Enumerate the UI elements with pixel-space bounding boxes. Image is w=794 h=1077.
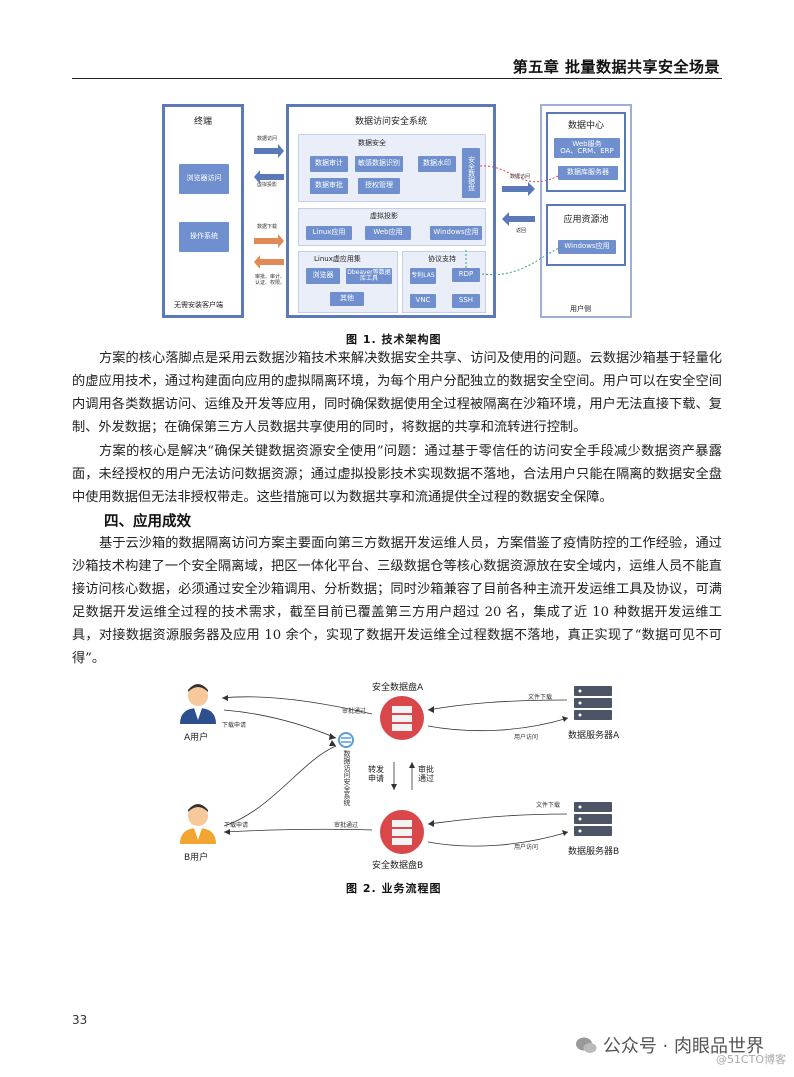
datacenter-title: 数据中心 [567, 121, 604, 131]
wechat-icon [575, 1037, 597, 1053]
safe-data-disk: 安全数据盘 [462, 148, 480, 198]
label-return: 返回 [516, 228, 527, 234]
a-user-access: 用户访问 [514, 734, 539, 741]
terminal-footer: 无需安装客户端 [174, 301, 223, 309]
proto-ssh: SSH [452, 294, 480, 308]
vp-linux: Linux应用 [306, 226, 352, 240]
server-b-icon [574, 802, 612, 836]
linux-title: Linux虚应用集 [314, 255, 361, 263]
figure-flow: A用户 B用户 安全数据盘A 安全数据盘B 数据服务器A 数据服务器B 数据访问… [172, 680, 632, 880]
app-pool-title: 应用资源池 [563, 215, 609, 225]
ds-sensitive: 敏感数据识别 [355, 156, 403, 172]
user-b-label: B用户 [184, 853, 209, 863]
user-side-label: 用户侧 [570, 305, 591, 313]
terminal-panel [162, 104, 244, 318]
disk-b-icon [380, 810, 424, 854]
flow-graphics [180, 684, 612, 854]
paragraph-2: 方案的核心是解决“确保关键数据资源安全使用”问题：通过基于零信任的访问安全手段减… [72, 444, 722, 505]
system-vertical-label: 数据访问安全系统 [343, 750, 351, 806]
figure1-caption: 图 1. 技术架构图 [346, 333, 442, 346]
paragraph-3: 基于云沙箱的数据隔离访问方案主要面向第三方数据开发运维人员，方案借鉴了疫情防控的… [72, 536, 722, 666]
vp-web: Web应用 [365, 226, 411, 240]
page-number: 33 [72, 1013, 88, 1027]
vp-windows: Windows应用 [430, 226, 482, 240]
dc-db: 数据库服务器 [558, 166, 618, 180]
ds-authorization: 授权管理 [358, 178, 400, 194]
disk-b-label: 安全数据盘B [372, 861, 424, 871]
ds-watermark: 数据水印 [418, 156, 456, 172]
forward-apply: 转发 申请 [368, 765, 384, 783]
terminal-title: 终端 [193, 117, 212, 127]
proto-vnc: VNC [410, 294, 436, 308]
chapter-title: 第五章 批量数据共享安全场景 [512, 58, 720, 76]
a-file-download: 文件下载 [528, 694, 553, 701]
figure-architecture: 终端 浏览器访问 操作系统 无需安装客户端 数据访问 虚拟投影 数据下载 审批、… [162, 104, 632, 326]
data-security-title: 数据安全 [358, 139, 386, 147]
server-a-label: 数据服务器A [568, 731, 620, 741]
app-pool-panel [546, 204, 626, 266]
b-download-apply: 下载申请 [224, 822, 249, 829]
header-rule [72, 78, 722, 79]
linux-browser: 浏览器 [306, 268, 340, 284]
proto-las: 专利LAS [410, 268, 436, 284]
system-icon [338, 732, 354, 748]
label-data-download: 数据下载 [257, 224, 278, 230]
virtual-title: 虚拟投影 [370, 212, 398, 220]
browser-access-box: 浏览器访问 [179, 164, 229, 194]
watermark-sub: @51CTO博客 [715, 1053, 786, 1066]
a-approve: 审批通过 [342, 708, 367, 715]
watermark: 公众号 · 肉眼品世界 [575, 1032, 764, 1058]
architecture-arrows [254, 144, 563, 276]
label-approval: 审批、审计、 认证、权限。 [255, 274, 286, 286]
app-pool-windows: Windows应用 [558, 240, 616, 254]
approve-pass: 审批 通过 [418, 765, 434, 783]
user-a-label: A用户 [184, 733, 209, 743]
b-file-download: 文件下载 [536, 802, 561, 809]
linux-other: 其他 [330, 292, 364, 306]
paragraph-1: 方案的核心落脚点是采用云数据沙箱技术来解决数据安全共享、访问及使用的问题。云数据… [72, 351, 722, 435]
b-approve: 审批通过 [334, 822, 359, 829]
proto-rdp: RDP [452, 268, 480, 282]
linux-dbeaver: Dbeaver等数据库工具 [346, 268, 392, 284]
server-a-icon [574, 686, 612, 720]
server-b-label: 数据服务器B [568, 847, 620, 857]
user-a-icon [180, 684, 216, 724]
disk-a-label: 安全数据盘A [372, 683, 424, 693]
watermark-text: 公众号 · 肉眼品世界 [602, 1036, 764, 1057]
ds-approval: 数据审批 [310, 178, 348, 194]
disk-a-icon [380, 696, 424, 740]
os-box: 操作系统 [179, 222, 229, 252]
figure2-caption: 图 2. 业务流程图 [346, 882, 442, 895]
section-heading: 四、应用成效 [104, 514, 191, 530]
system-title: 数据访问安全系统 [354, 117, 427, 127]
dc-web: Web服务 OA、CRM、ERP [554, 138, 620, 158]
protocol-title: 协议支持 [428, 255, 456, 263]
b-user-access: 用户访问 [514, 844, 539, 851]
a-download-apply: 下载申请 [222, 722, 247, 729]
label-virtual-projection: 虚拟投影 [257, 182, 278, 188]
user-b-icon [180, 804, 216, 844]
ds-audit: 数据审计 [310, 156, 348, 172]
label-data-access: 数据访问 [257, 136, 278, 142]
label-data-access-right: 数据访问 [510, 174, 531, 180]
